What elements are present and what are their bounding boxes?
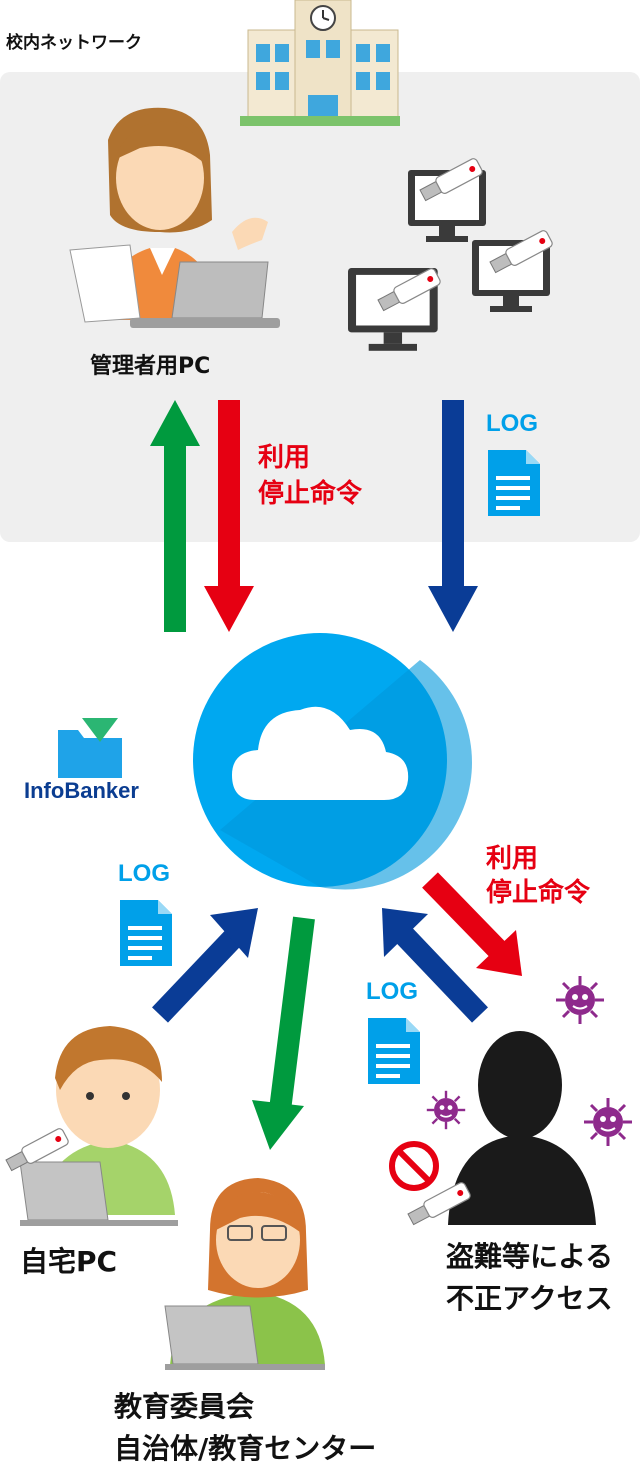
admin-laptop-icon [130, 261, 280, 328]
infobanker-logo [58, 718, 122, 778]
log-document-icon [488, 450, 540, 516]
theft-line1: 盗難等による [446, 1240, 614, 1273]
school-building-icon [240, 0, 400, 126]
admin-person-illustration [69, 107, 268, 323]
education-line1: 教育委員会 [114, 1390, 255, 1423]
arrow-down-green [252, 916, 315, 1150]
education-board-label: 教育委員会 自治体/教育センター [114, 1386, 376, 1470]
thief-silhouette-illustration [448, 1031, 596, 1225]
log-label: LOG [366, 978, 418, 1005]
stop-command-label-right: 利用 停止命令 [486, 842, 590, 910]
prohibited-icon [389, 1141, 439, 1191]
stop-command-line2: 停止命令 [258, 479, 363, 509]
log-label: LOG [118, 860, 170, 887]
arrow-down-red [204, 400, 254, 632]
log-document-icon [368, 1018, 420, 1084]
home-laptop-icon [19, 1161, 178, 1226]
arrow-up-green [150, 400, 200, 632]
log-label: LOG [486, 410, 538, 437]
stop-command-line1: 利用 [486, 844, 539, 874]
education-line2: 自治体/教育センター [114, 1432, 377, 1465]
arrow-up-left-blue [382, 908, 488, 1023]
infobanker-logo-text: InfoBanker [24, 778, 139, 803]
home-person-illustration [40, 1026, 175, 1215]
unauthorized-access-label: 盗難等による 不正アクセス [446, 1236, 613, 1320]
stop-command-line2: 停止命令 [486, 878, 591, 908]
arrow-down-blue [428, 400, 478, 632]
stop-command-line1: 利用 [258, 443, 311, 473]
home-pc-label: 自宅PC [20, 1245, 118, 1278]
school-network-label: 校内ネットワーク [6, 33, 142, 53]
log-document-icon [120, 900, 172, 966]
education-laptop-icon [164, 1305, 325, 1370]
stop-command-label-top: 利用 停止命令 [258, 440, 362, 512]
admin-pc-label: 管理者用PC [90, 354, 211, 379]
virus-icon [425, 1089, 467, 1131]
cloud-server-icon [193, 633, 472, 890]
theft-line2: 不正アクセス [446, 1282, 613, 1315]
virus-icon [582, 1096, 634, 1148]
arrow-down-right-red [422, 872, 522, 976]
arrow-up-right-blue [152, 908, 258, 1023]
virus-icon [554, 974, 606, 1026]
